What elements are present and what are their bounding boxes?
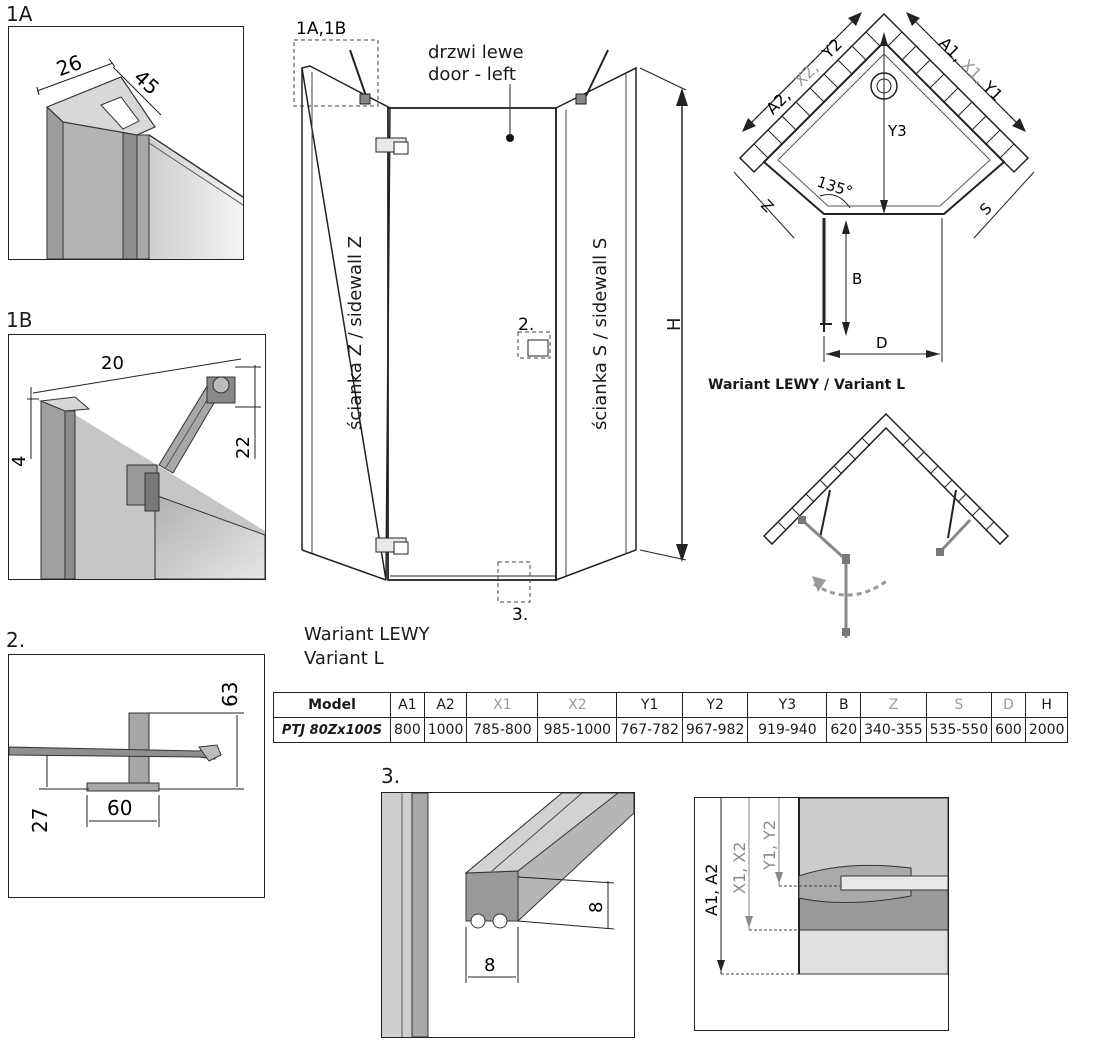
cell-x2: 985-1000 [537, 717, 618, 743]
cell-y3: 919-940 [747, 717, 828, 743]
detail-1b-drawing: 20 4 22 [9, 353, 265, 579]
front-view-drawing: 1A,1B 2. 3. [293, 19, 688, 625]
plan-right-side-a: A1, [935, 33, 967, 65]
door-swing-schematic [762, 412, 1010, 638]
callout-2: 2. [518, 315, 534, 335]
variant-caption-pl: Wariant LEWY [304, 624, 430, 645]
header-z: Z [860, 692, 927, 718]
detail-1b-panel: 20 4 22 [8, 334, 266, 580]
detail-1a-panel: 26 45 [8, 26, 244, 260]
detail-2-dim-a: 63 [218, 682, 242, 707]
plan-y3-label: Y3 [887, 122, 907, 140]
detail-1a-drawing: 26 45 [36, 50, 243, 259]
sidewall-s-label: ścianka S / sidewall S [590, 237, 611, 430]
plan-caption: Wariant LEWY / Variant L [708, 377, 906, 393]
plan-s-label: S [976, 199, 995, 218]
spec-table-header: Model A1 A2 X1 X2 Y1 Y2 Y3 B Z S D H [273, 692, 1069, 718]
plan-view-drawing: A2, X2, Y2 A1, X1, Y1 Y3 Z S 135° B D [733, 12, 1035, 362]
detail-2-label: 2. [6, 628, 26, 652]
cell-a2: 1000 [423, 717, 468, 743]
detail-1a-dim-b: 45 [129, 65, 164, 100]
header-d: D [991, 692, 1026, 718]
cell-h: 2000 [1024, 717, 1069, 743]
cell-s: 535-550 [925, 717, 993, 743]
detail-3-drawing: 8 8 [382, 793, 634, 1037]
header-h: H [1024, 692, 1069, 718]
detail-1b-dim-c: 22 [233, 436, 254, 459]
detail-1b-dim-b: 4 [9, 456, 30, 467]
detail-3-label: 3. [381, 764, 401, 788]
cell-b: 620 [826, 717, 862, 743]
sidewall-z-label: ścianka Z / sidewall Z [345, 235, 366, 430]
header-a1: A1 [390, 692, 425, 718]
header-y2: Y2 [681, 692, 749, 718]
measure-y-label: Y1, Y2 [760, 820, 779, 871]
door-label-en: door - left [428, 64, 516, 85]
cell-y1: 767-782 [616, 717, 683, 743]
measure-detail-drawing: A1, A2 X1, X2 Y1, Y2 [702, 798, 948, 975]
detail-2-panel: 63 27 60 [8, 654, 265, 898]
detail-3-panel: 8 8 [381, 792, 635, 1038]
table-row: PTJ 80Zx100S 800 1000 785-800 985-1000 7… [273, 717, 1069, 743]
header-a2: A2 [423, 692, 468, 718]
plan-d-label: D [876, 334, 888, 352]
cell-x1: 785-800 [466, 717, 539, 743]
detail-1b-dim-a: 20 [101, 353, 124, 374]
detail-1a-label: 1A [6, 2, 33, 26]
spec-table: Model A1 A2 X1 X2 Y1 Y2 Y3 B Z S D H PTJ… [273, 692, 1069, 743]
header-s: S [925, 692, 993, 718]
door-label-pl: drzwi lewe [428, 42, 524, 63]
measure-detail-panel: A1, A2 X1, X2 Y1, Y2 [694, 797, 949, 1031]
detail-3-dim-b: 8 [484, 955, 495, 976]
detail-1a-dim-a: 26 [53, 50, 85, 81]
plan-right-side-y: Y1 [978, 77, 1006, 105]
variant-caption-en: Variant L [304, 648, 384, 669]
detail-2-dim-c: 60 [107, 796, 132, 820]
callout-3: 3. [512, 605, 528, 625]
header-model: Model [273, 692, 391, 718]
detail-2-drawing: 63 27 60 [9, 682, 244, 833]
plan-z-label: Z [757, 196, 777, 216]
cell-d: 600 [991, 717, 1026, 743]
header-y1: Y1 [616, 692, 683, 718]
cell-a1: 800 [390, 717, 425, 743]
detail-2-dim-b: 27 [28, 808, 52, 833]
detail-1b-label: 1B [6, 308, 33, 332]
cell-z: 340-355 [860, 717, 927, 743]
height-label: H [664, 317, 685, 331]
plan-right-side-x: X1, [957, 55, 989, 87]
callout-1a1b: 1A,1B [296, 19, 346, 39]
cell-y2: 967-982 [681, 717, 749, 743]
header-y3: Y3 [747, 692, 828, 718]
measure-a-label: A1, A2 [702, 864, 721, 916]
header-x2: X2 [537, 692, 618, 718]
cell-model: PTJ 80Zx100S [273, 717, 391, 743]
plan-angle-label: 135° [815, 173, 855, 201]
header-b: B [826, 692, 862, 718]
detail-3-dim-a: 8 [586, 902, 607, 913]
measure-x-label: X1, X2 [730, 842, 749, 894]
header-x1: X1 [466, 692, 539, 718]
plan-b-label: B [852, 270, 862, 288]
